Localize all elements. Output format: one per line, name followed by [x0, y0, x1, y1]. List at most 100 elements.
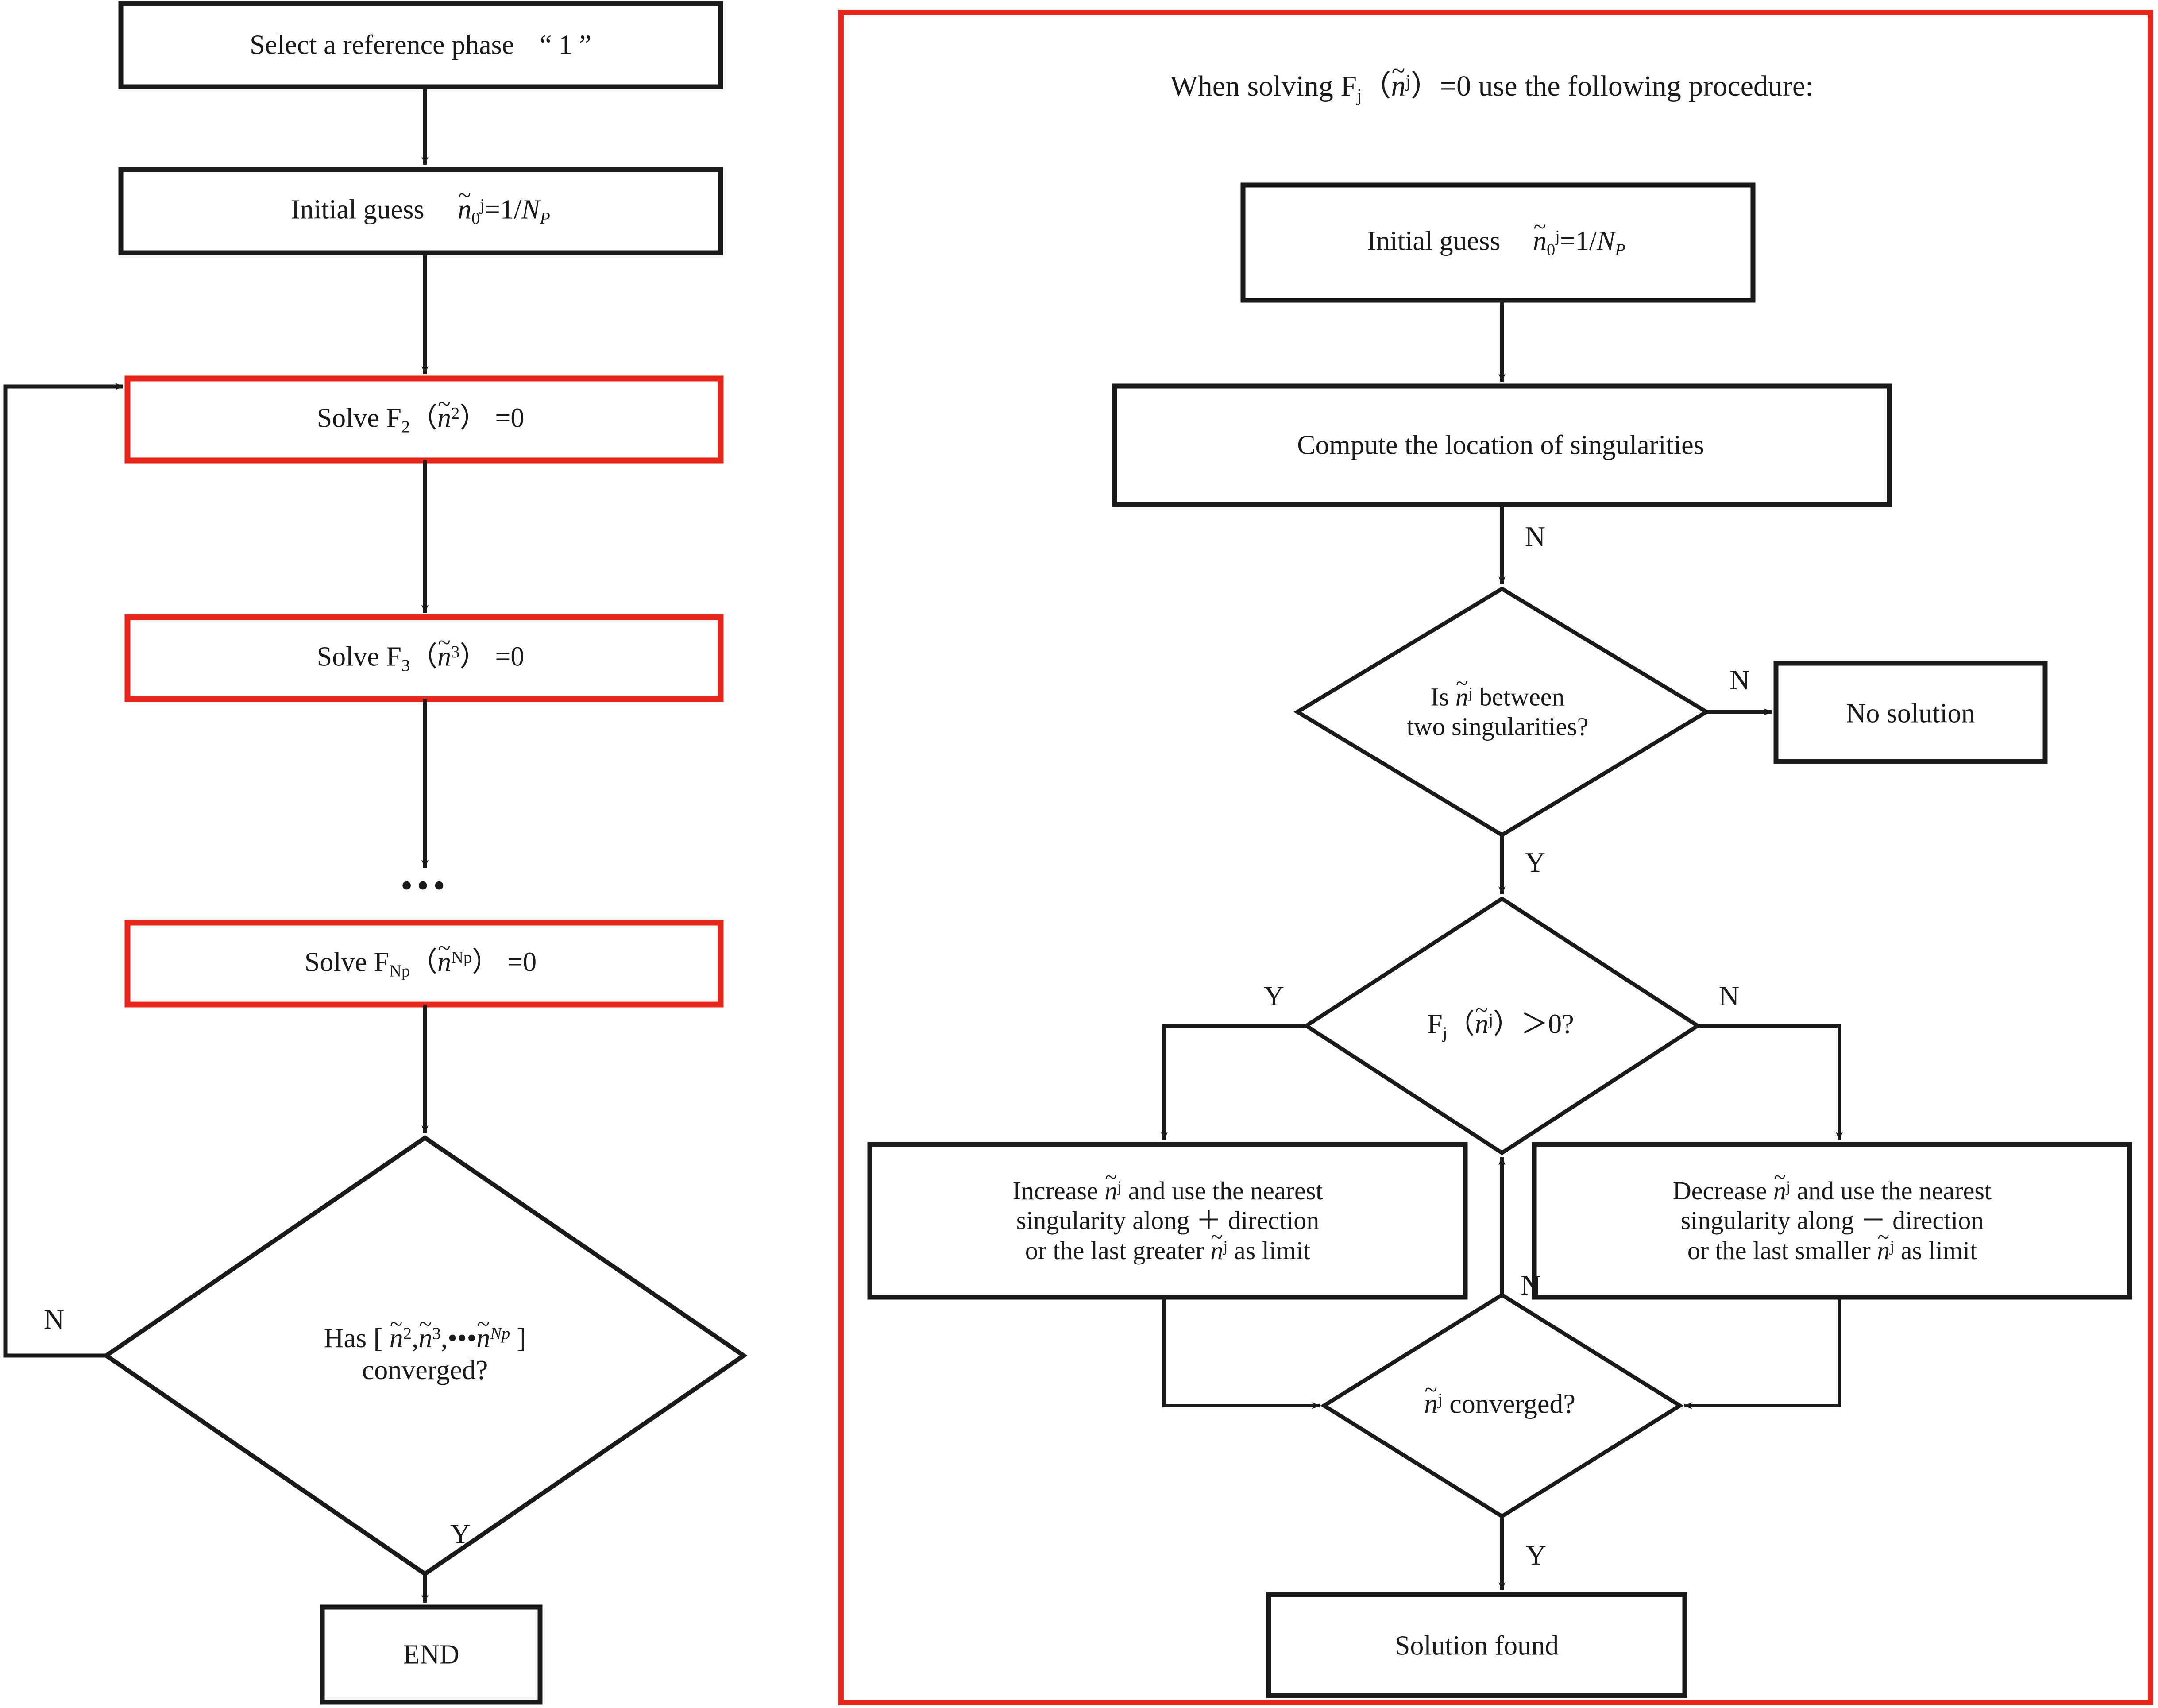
node-label-is-between-singularities: Is ~nj between two singularities? [1406, 671, 1589, 742]
solve-fnp-index: Np [389, 962, 410, 981]
solve-f2-paren-open: （ [410, 403, 438, 433]
fj-post: ＞0? [1521, 1009, 1574, 1039]
solve-f2-n: n [437, 403, 452, 433]
node-label-increase-n: Increase ~nj and use the nearest singula… [1012, 1165, 1323, 1265]
between-n-sup: j [1468, 684, 1473, 702]
edge-label-converged-yes: Y [1525, 1539, 1547, 1571]
node-label-no-solution: No solution [1846, 698, 1975, 729]
fj-n: n [1475, 1009, 1489, 1039]
edge-label-between-no: N [1729, 664, 1750, 696]
edge-fj-yes-to-increase [1161, 1024, 1306, 1140]
edge-label-has-converged-no: N [43, 1303, 65, 1335]
ellipsis-marker: ••• [400, 866, 450, 905]
between-post: between [1472, 682, 1565, 711]
n-subscript: 0 [471, 209, 480, 228]
node-label-solve-f2: Solve F2（~n2）=0 [317, 390, 525, 437]
fj-sub: j [1442, 1024, 1448, 1043]
decrease-l3-sup: j [1890, 1237, 1895, 1255]
n-superscript: j [480, 195, 485, 214]
solve-f2-post: =0 [495, 403, 525, 433]
increase-n-sup: j [1117, 1177, 1122, 1195]
header-n-sup: j [1405, 71, 1411, 91]
solve-fnp-post: =0 [507, 947, 537, 978]
decrease-l3-post: as limit [1894, 1236, 1977, 1265]
initial-guess-text: Initial guess [291, 194, 425, 225]
edge-label-fj-yes: Y [1263, 980, 1285, 1012]
edge-loopback-no [3, 383, 124, 1358]
decrease-line1: Decrease ~nj and use the nearest [1672, 1165, 1992, 1206]
decrease-line3: or the last smaller ~nj as limit [1687, 1225, 1977, 1265]
edge-label-fj-no: N [1718, 980, 1740, 1012]
hc-n3: n [476, 1323, 490, 1354]
edge-label-converged-no: N [1520, 1269, 1541, 1301]
node-initial-guess [118, 167, 723, 255]
hc-sep1: , [411, 1323, 419, 1354]
decrease-l3-pre: or the last smaller [1687, 1236, 1877, 1265]
increase-line2: singularity along ＋ direction [1016, 1206, 1320, 1235]
has-converged-line2: converged? [362, 1355, 488, 1385]
increase-post: and use the nearest [1122, 1176, 1323, 1206]
hc-close: ] [510, 1323, 526, 1354]
node-label-solution-found: Solution found [1394, 1631, 1559, 1661]
fj-paren-open: （ [1447, 1009, 1475, 1039]
node-select-ref-phase [118, 1, 723, 89]
decrease-line2: singularity along － direction [1680, 1206, 1984, 1235]
np-subscript: P [540, 209, 550, 228]
has-converged-line1: Has [ ~n2,~n3,•••~nNp ] [324, 1311, 526, 1354]
between-pre: Is [1430, 682, 1455, 711]
node-solve-f2 [124, 375, 724, 464]
node-label-decrease-n: Decrease ~nj and use the nearest singula… [1672, 1165, 1992, 1265]
fj-pre: F [1427, 1009, 1443, 1039]
between-n: n [1455, 682, 1468, 711]
solve-f2-n-sup: 2 [451, 404, 460, 423]
solve-f2-index: 2 [401, 417, 410, 437]
node-solve-f3 [124, 614, 724, 702]
hc-n3-sup: Np [490, 1324, 510, 1343]
hc-n2: n [418, 1323, 432, 1354]
hc-n2-sup: 3 [432, 1324, 441, 1343]
between-line2: two singularities? [1406, 712, 1589, 741]
solve-f3-index: 3 [401, 656, 410, 675]
increase-n: n [1104, 1176, 1118, 1206]
rguess-n-sup: j [1555, 227, 1560, 246]
conv-post: converged? [1442, 1389, 1575, 1419]
node-label-n-converged: ~nj converged? [1424, 1376, 1575, 1419]
node-label-initial-guess-right: Initial guess ~n0j=1/NP [1367, 213, 1625, 259]
node-label-select-ref-phase: Select a reference phase “ 1 ” [250, 29, 591, 61]
fj-n-sup: j [1488, 1010, 1494, 1029]
header-paren-close: ） [1410, 70, 1440, 102]
node-label-compute-singularities: Compute the location of singularities [1297, 430, 1704, 460]
select-ref-phase-suffix: “ 1 ” [539, 30, 591, 60]
has-converged-pre: Has [ [324, 1323, 390, 1354]
edge-label-has-converged-yes: Y [450, 1518, 471, 1550]
rguess-n-sub: 0 [1546, 240, 1556, 259]
between-line1: Is ~nj between [1430, 671, 1565, 711]
solve-f3-post: =0 [495, 641, 525, 672]
solve-f3-paren-close: ） [459, 641, 487, 672]
header-sub: j [1357, 85, 1362, 106]
node-solution-found [1266, 1592, 1687, 1698]
decrease-post: and use the nearest [1790, 1176, 1992, 1206]
right-panel-frame [838, 10, 2153, 1705]
decrease-l3-n: n [1877, 1236, 1890, 1265]
increase-l3-n: n [1210, 1236, 1224, 1265]
hc-n1-sup: 2 [403, 1324, 412, 1343]
n-equals-tail: =1/ [484, 194, 522, 225]
hc-sep2: ,••• [440, 1323, 477, 1354]
decrease-pre: Decrease [1672, 1176, 1773, 1206]
node-decrease-n [1532, 1142, 2132, 1300]
decrease-n: n [1773, 1176, 1786, 1206]
solve-fnp-n: n [437, 947, 452, 978]
node-fj-positive [1302, 896, 1702, 1155]
decrease-n-sup: j [1786, 1177, 1791, 1195]
node-label-has-converged: Has [ ~n2,~n3,•••~nNp ] converged? [324, 1311, 526, 1387]
fj-paren-close: ） [1493, 1009, 1521, 1039]
edge-label-compute-to-diamond-n: N [1525, 521, 1546, 553]
rguess-text: Initial guess [1367, 226, 1501, 256]
solve-fnp-pre: Solve F [304, 947, 390, 978]
solve-fnp-paren-open: （ [410, 947, 438, 978]
solve-f3-pre: Solve F [317, 641, 401, 672]
increase-pre: Increase [1012, 1176, 1105, 1206]
solve-fnp-n-sup: Np [451, 948, 472, 967]
